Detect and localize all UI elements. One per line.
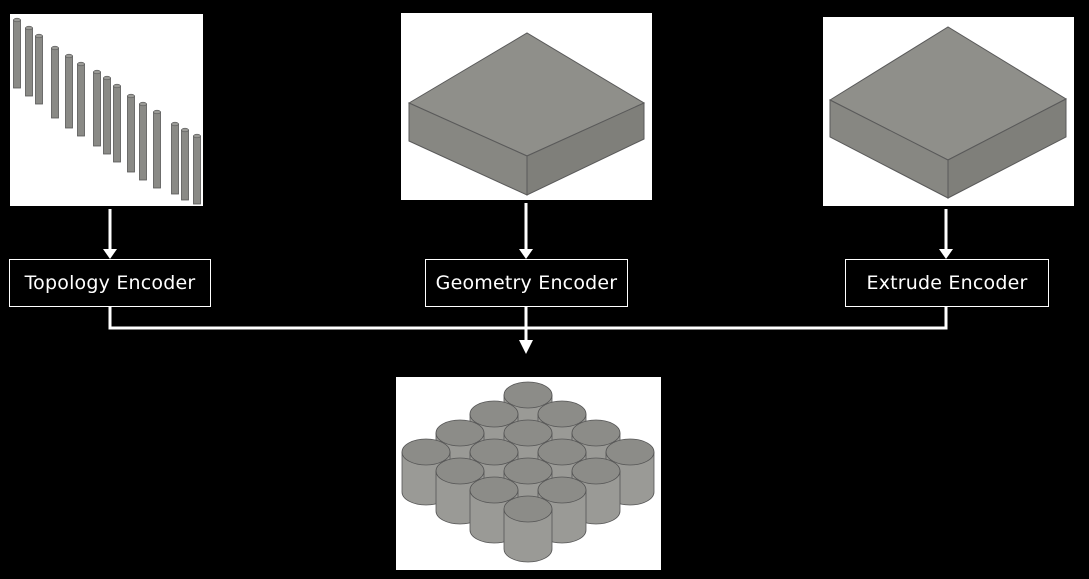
geometry-input-panel: [401, 13, 652, 200]
slab-illustration: [407, 32, 646, 196]
merge-connector: [108, 307, 948, 330]
cylinder-top: [435, 419, 485, 447]
arrowhead-output: [519, 340, 533, 354]
pin-cap: [181, 127, 189, 133]
pin-cap: [25, 25, 33, 31]
pin-cap: [139, 101, 147, 107]
cylinder-top: [503, 419, 553, 447]
cylinder-top: [469, 400, 519, 428]
cylinder-top: [469, 476, 519, 504]
cylinder-top: [605, 438, 655, 466]
topology-encoder-label: Topology Encoder: [24, 272, 196, 294]
topology-input-panel: [10, 14, 203, 206]
cylinder-array-illustration: [401, 381, 655, 563]
slab-right-face: [526, 102, 645, 196]
extrude-encoder-label: Extrude Encoder: [866, 272, 1028, 294]
arrowhead-extrude: [939, 249, 953, 259]
cylinder-top: [571, 457, 621, 485]
cylinder-top: [469, 438, 519, 466]
cylinder-top: [503, 457, 553, 485]
pin-cap: [103, 75, 111, 81]
arrowhead-topology: [103, 249, 117, 259]
cylinder-top: [401, 438, 451, 466]
geometry-encoder-label: Geometry Encoder: [435, 272, 618, 294]
pin-cap: [35, 33, 43, 39]
cylinder-top: [503, 495, 553, 523]
pin-cap: [113, 83, 121, 89]
pin-cap: [193, 133, 201, 139]
cylinder-top: [435, 457, 485, 485]
pin-cap: [77, 61, 85, 67]
cylinder-top: [537, 476, 587, 504]
cylinder-body: [503, 508, 553, 563]
cylinder-top: [537, 400, 587, 428]
pin-cap: [127, 93, 135, 99]
arrowhead-geometry: [519, 249, 533, 259]
slab-right-face: [947, 98, 1067, 199]
topology-encoder-box: Topology Encoder: [9, 259, 211, 307]
geometry-encoder-box: Geometry Encoder: [425, 259, 628, 307]
pin-cap: [51, 45, 59, 51]
pin-cap: [65, 53, 73, 59]
extrude-input-panel: [823, 17, 1074, 206]
cylinder-top: [503, 381, 553, 409]
pin-cap: [13, 17, 21, 23]
pin-cap: [153, 109, 161, 115]
extruded-slab-illustration: [828, 26, 1068, 199]
extrude-encoder-box: Extrude Encoder: [845, 259, 1049, 307]
pin-array-illustration: [13, 17, 201, 205]
cylinder-top: [571, 419, 621, 447]
pin-cap: [93, 69, 101, 75]
cylinder-top: [537, 438, 587, 466]
pin-cap: [171, 121, 179, 127]
output-panel: [396, 377, 661, 570]
